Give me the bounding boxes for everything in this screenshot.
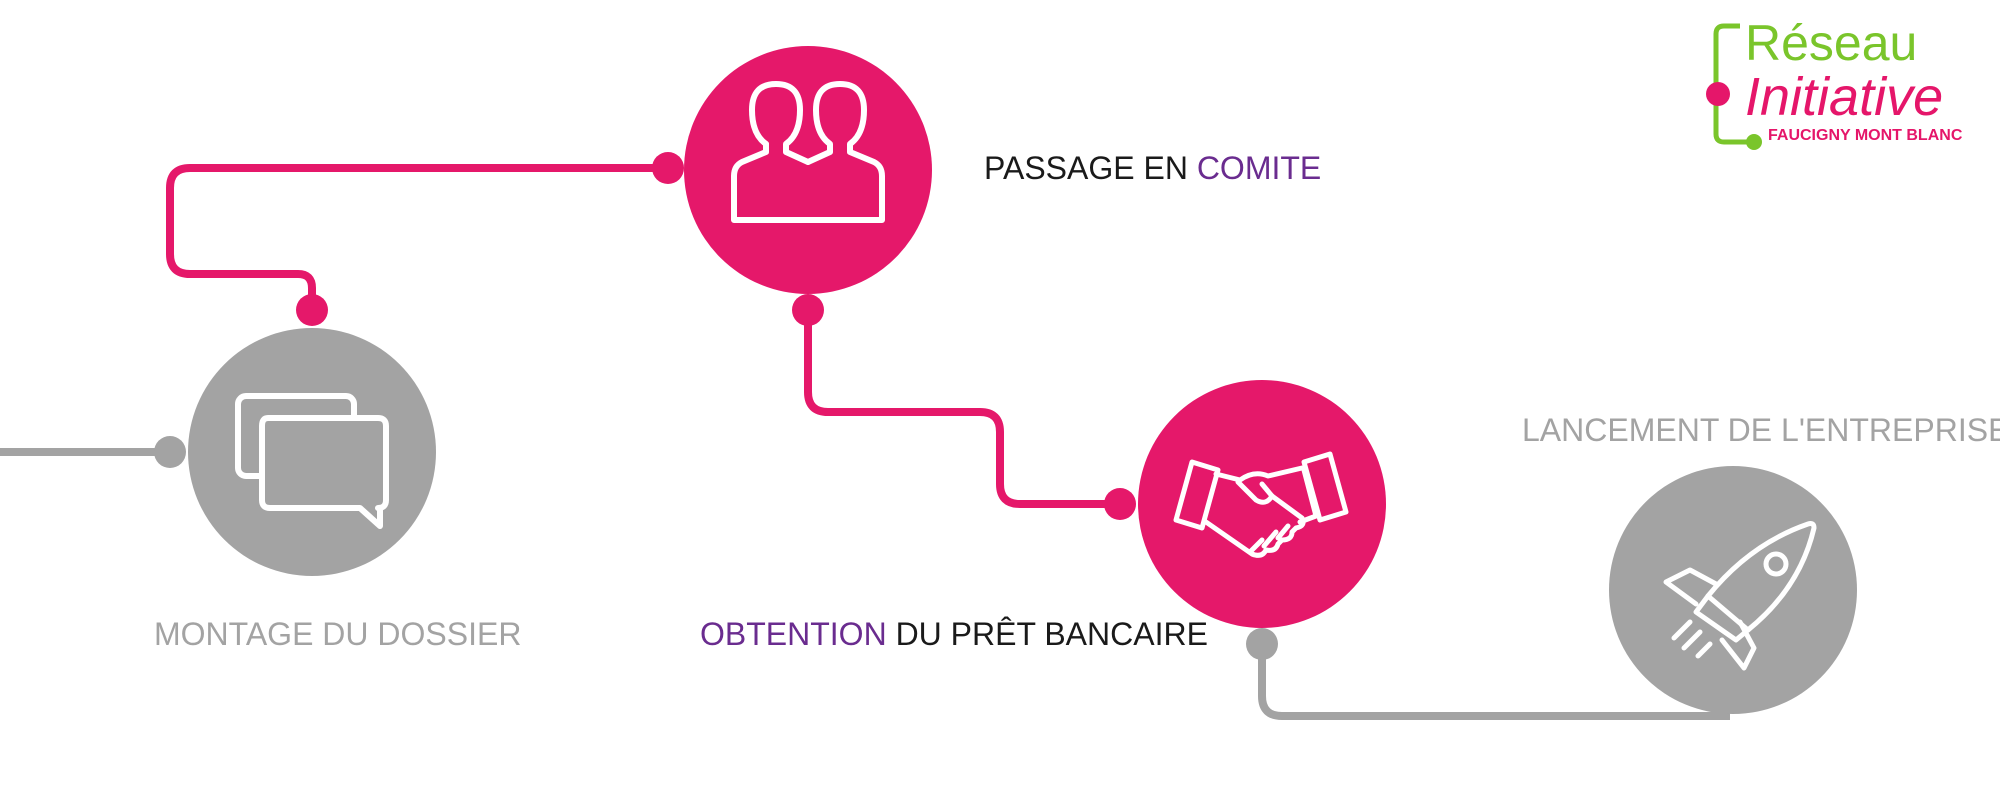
connector-dot [296, 294, 328, 326]
logo-line3: FAUCIGNY MONT BLANC [1768, 127, 1963, 144]
step-label-obtention-part1: OBTENTION [700, 616, 887, 652]
step-label-obtention: OBTENTION DU PRÊT BANCAIRE [700, 618, 1208, 650]
reseau-initiative-logo: Réseau Initiative FAUCIGNY MONT BLANC [1700, 10, 1990, 150]
chat-bubbles-icon [235, 393, 389, 529]
connector-dot [1104, 488, 1136, 520]
connector-dot [792, 294, 824, 326]
step-label-comite-part1: PASSAGE EN [984, 150, 1197, 186]
step-label-comite: PASSAGE EN COMITE [984, 152, 1321, 184]
connector-step1-step2 [166, 164, 668, 310]
logo-bracket-icon [1706, 23, 1762, 150]
connector-step2-step3 [804, 310, 1120, 508]
step-label-obtention-part2: DU PRÊT BANCAIRE [886, 616, 1208, 652]
logo-line2: Initiative [1745, 67, 1944, 127]
rocket-icon [1663, 521, 1817, 671]
step-label-lancement: LANCEMENT DE L'ENTREPRISE [1522, 412, 2000, 448]
logo-line1: Réseau [1745, 15, 1918, 71]
connector-dot [154, 436, 186, 468]
step-label-comite-part2: COMITE [1196, 150, 1322, 186]
connector-step3-step4 [1258, 644, 1730, 720]
connector-dot [1246, 628, 1278, 660]
step-circle-comite [684, 46, 932, 294]
committee-people-icon [731, 81, 885, 223]
step-circle-lancement [1609, 466, 1857, 714]
step-label-montage: MONTAGE DU DOSSIER [154, 616, 522, 652]
connector-dot [652, 152, 684, 184]
handshake-icon [1173, 451, 1349, 558]
